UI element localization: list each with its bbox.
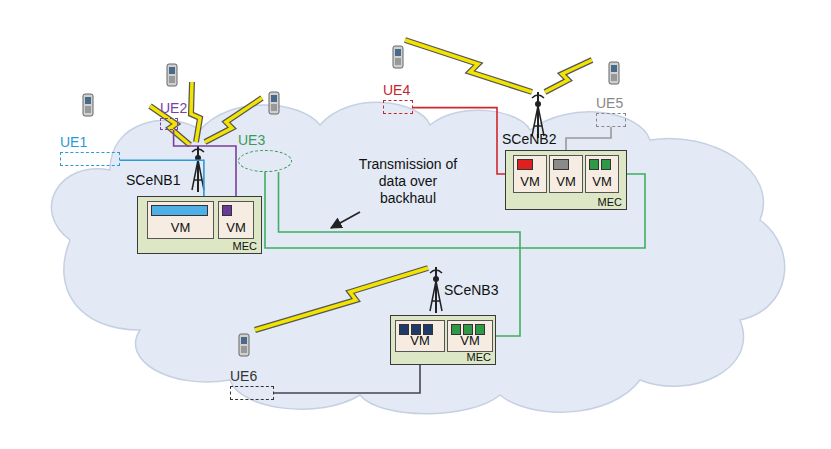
mec-server-box: MEC VM VM VM — [505, 150, 627, 210]
mec-label: MEC — [467, 351, 491, 363]
station-label: SCeNB1 — [126, 172, 180, 189]
vm-label: VM — [586, 174, 618, 189]
vm-app-block — [399, 324, 433, 333]
ue-label: UE1 — [60, 134, 120, 150]
vm-box: VM — [218, 201, 254, 239]
vm-app-block — [589, 159, 611, 168]
ue-data-box — [160, 118, 178, 130]
mec-server-box: MEC VM VM — [137, 196, 262, 254]
vm-label: VM — [514, 174, 546, 189]
vm-app-block — [222, 205, 232, 214]
ue-data-box — [238, 150, 292, 172]
ue-data-box — [596, 113, 626, 127]
data-link — [120, 160, 204, 201]
vm-app-block — [451, 324, 485, 333]
user-equipment: UE2 — [160, 100, 187, 130]
mec-label: MEC — [598, 196, 622, 208]
annotation-text: Transmission of data over backhaul — [352, 156, 464, 207]
station-label: SCeNB3 — [444, 282, 498, 299]
vm-label: VM — [550, 174, 582, 189]
user-equipment: UE4 — [383, 82, 413, 114]
ue-label: UE2 — [160, 100, 187, 116]
mec-label: MEC — [233, 240, 257, 252]
base-station-towers — [192, 92, 544, 313]
user-equipment: UE3 — [238, 132, 292, 172]
ue-data-box — [60, 152, 120, 166]
lightning-bolts — [150, 40, 592, 330]
station-label: SCeNB2 — [502, 131, 556, 148]
data-link — [174, 130, 236, 201]
ue-label: UE4 — [383, 82, 413, 98]
vm-app-block — [517, 159, 533, 168]
vm-box: VM — [395, 320, 445, 352]
ue-label: UE6 — [230, 368, 274, 384]
pointer-arrow — [331, 212, 360, 228]
ue-label: UE5 — [596, 95, 626, 111]
vm-label: VM — [148, 220, 213, 235]
ue-label: UE3 — [238, 132, 292, 148]
vm-app-block — [151, 205, 208, 214]
vm-label: VM — [448, 333, 492, 348]
vm-label: VM — [219, 220, 253, 235]
vm-app-block — [553, 159, 569, 168]
vm-box: VM — [147, 201, 214, 239]
user-equipment: UE1 — [60, 134, 120, 166]
vm-box: VM — [549, 155, 583, 193]
user-equipment: UE6 — [230, 368, 274, 400]
vm-box: VM — [513, 155, 547, 193]
mec-server-box: MEC VM VM — [390, 315, 496, 365]
user-equipment: UE5 — [596, 95, 626, 127]
vm-label: VM — [396, 333, 444, 348]
vm-box: VM — [447, 320, 493, 352]
network-cloud — [51, 102, 784, 413]
ue-data-box — [230, 386, 274, 400]
vm-box: VM — [585, 155, 619, 193]
ue-data-box — [383, 100, 413, 114]
